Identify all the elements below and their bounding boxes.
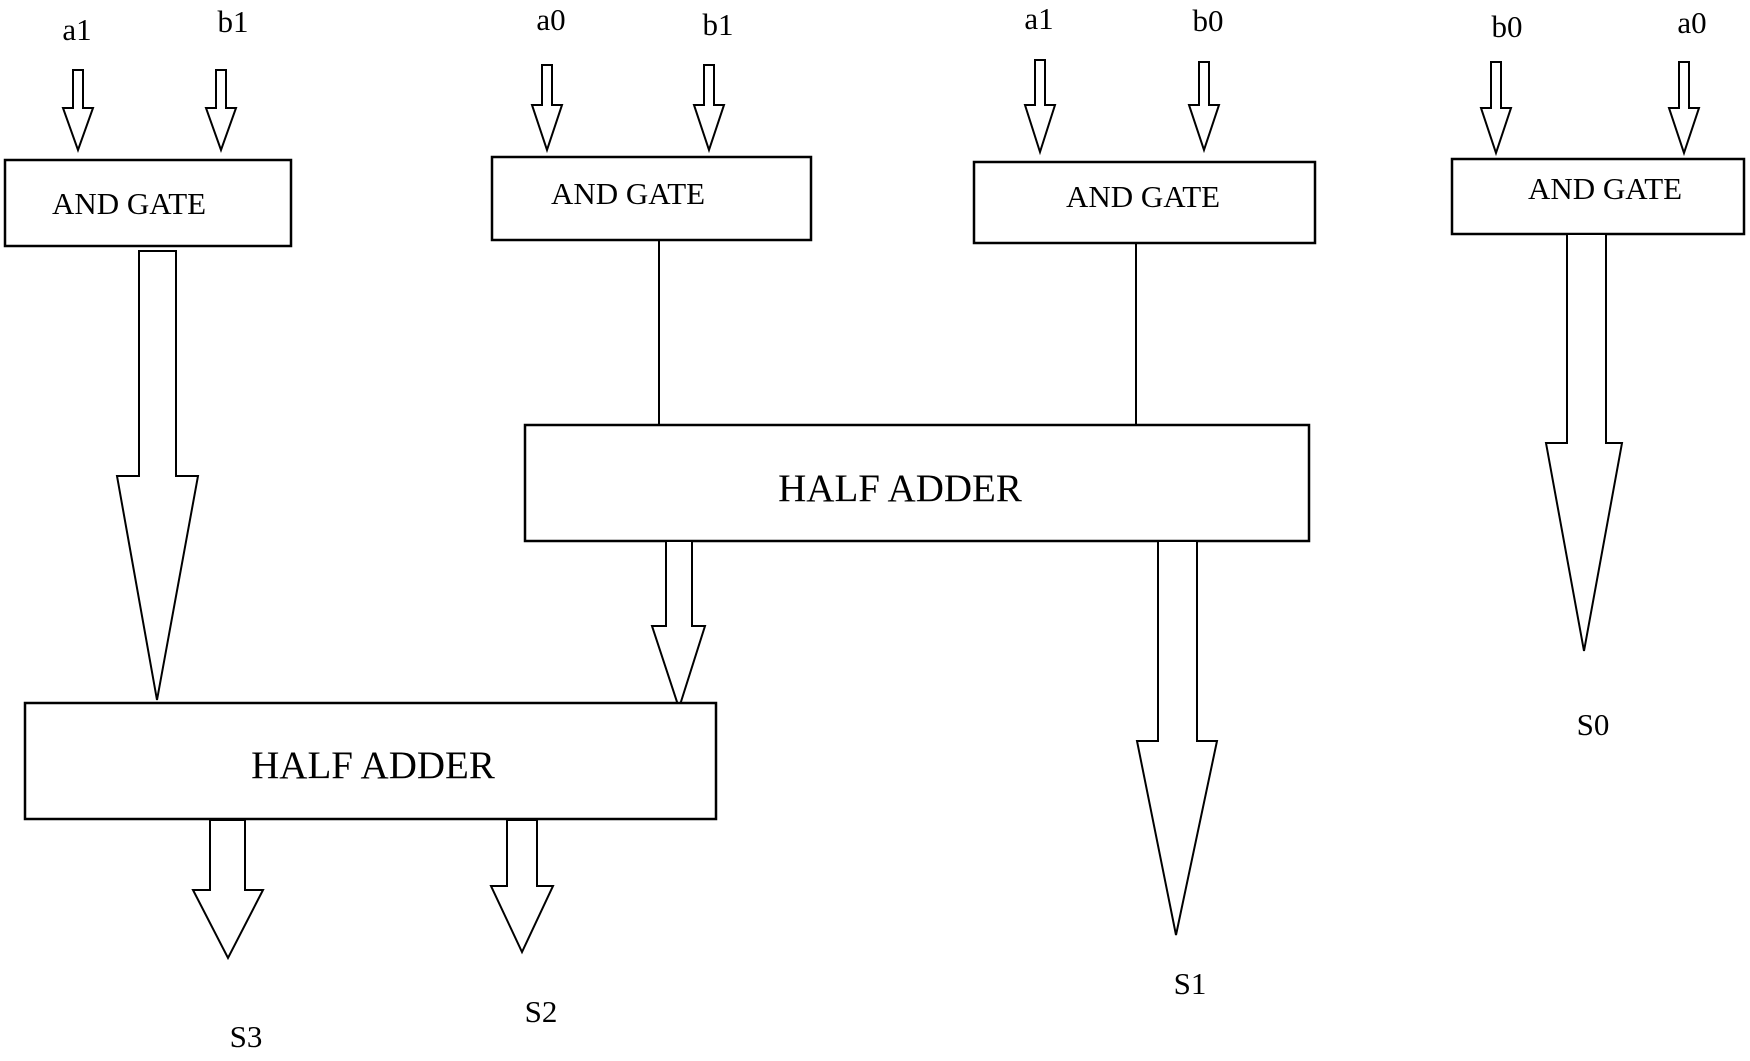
- output-label-s0: S0: [1577, 707, 1610, 742]
- input-label-g1-b: b1: [218, 4, 249, 39]
- input-arrow-g4-b: [1667, 61, 1701, 157]
- input-arrow-g2-a: [530, 64, 564, 154]
- input-arrow-g2-b: [692, 64, 726, 154]
- input-label-g4-a: b0: [1492, 9, 1523, 44]
- input-label-g3-b: b0: [1193, 3, 1224, 38]
- and-gate-2-label: AND GATE: [551, 176, 705, 211]
- half-adder-2-label: HALF ADDER: [251, 744, 495, 787]
- and-gate-3: AND GATE: [972, 160, 1317, 245]
- and-gate-2: AND GATE: [490, 155, 813, 242]
- arrow-ha1-to-ha2: [650, 540, 707, 712]
- arrow-ha2-to-s2: [489, 819, 555, 955]
- and-gate-1-label: AND GATE: [52, 186, 206, 221]
- and-gate-4-label: AND GATE: [1528, 171, 1682, 206]
- input-arrow-g3-a: [1023, 59, 1057, 156]
- input-label-g3-a: a1: [1024, 1, 1053, 36]
- half-adder-2: HALF ADDER: [23, 701, 718, 821]
- output-label-s2: S2: [525, 994, 558, 1029]
- input-label-g4-b: a0: [1677, 5, 1706, 40]
- arrow-ha2-to-s3: [191, 819, 265, 961]
- and-gate-1: AND GATE: [3, 158, 293, 248]
- output-label-s1: S1: [1174, 966, 1207, 1001]
- arrow-and4-to-s0: [1544, 233, 1624, 652]
- arrow-ha1-to-s1: [1135, 540, 1219, 936]
- arrow-and1-to-ha2: [115, 250, 200, 701]
- input-arrow-g1-a: [61, 69, 95, 153]
- input-label-g1-a: a1: [62, 12, 91, 47]
- input-label-g2-a: a0: [536, 2, 565, 37]
- and-gate-4: AND GATE: [1450, 157, 1746, 236]
- input-arrow-g3-b: [1187, 61, 1221, 154]
- half-adder-1: HALF ADDER: [523, 423, 1311, 543]
- input-arrow-g4-a: [1479, 61, 1513, 157]
- input-arrow-g1-b: [204, 69, 238, 153]
- input-label-g2-b: b1: [703, 7, 734, 42]
- half-adder-1-label: HALF ADDER: [778, 467, 1022, 510]
- and-gate-3-label: AND GATE: [1066, 179, 1220, 214]
- output-label-s3: S3: [230, 1019, 263, 1054]
